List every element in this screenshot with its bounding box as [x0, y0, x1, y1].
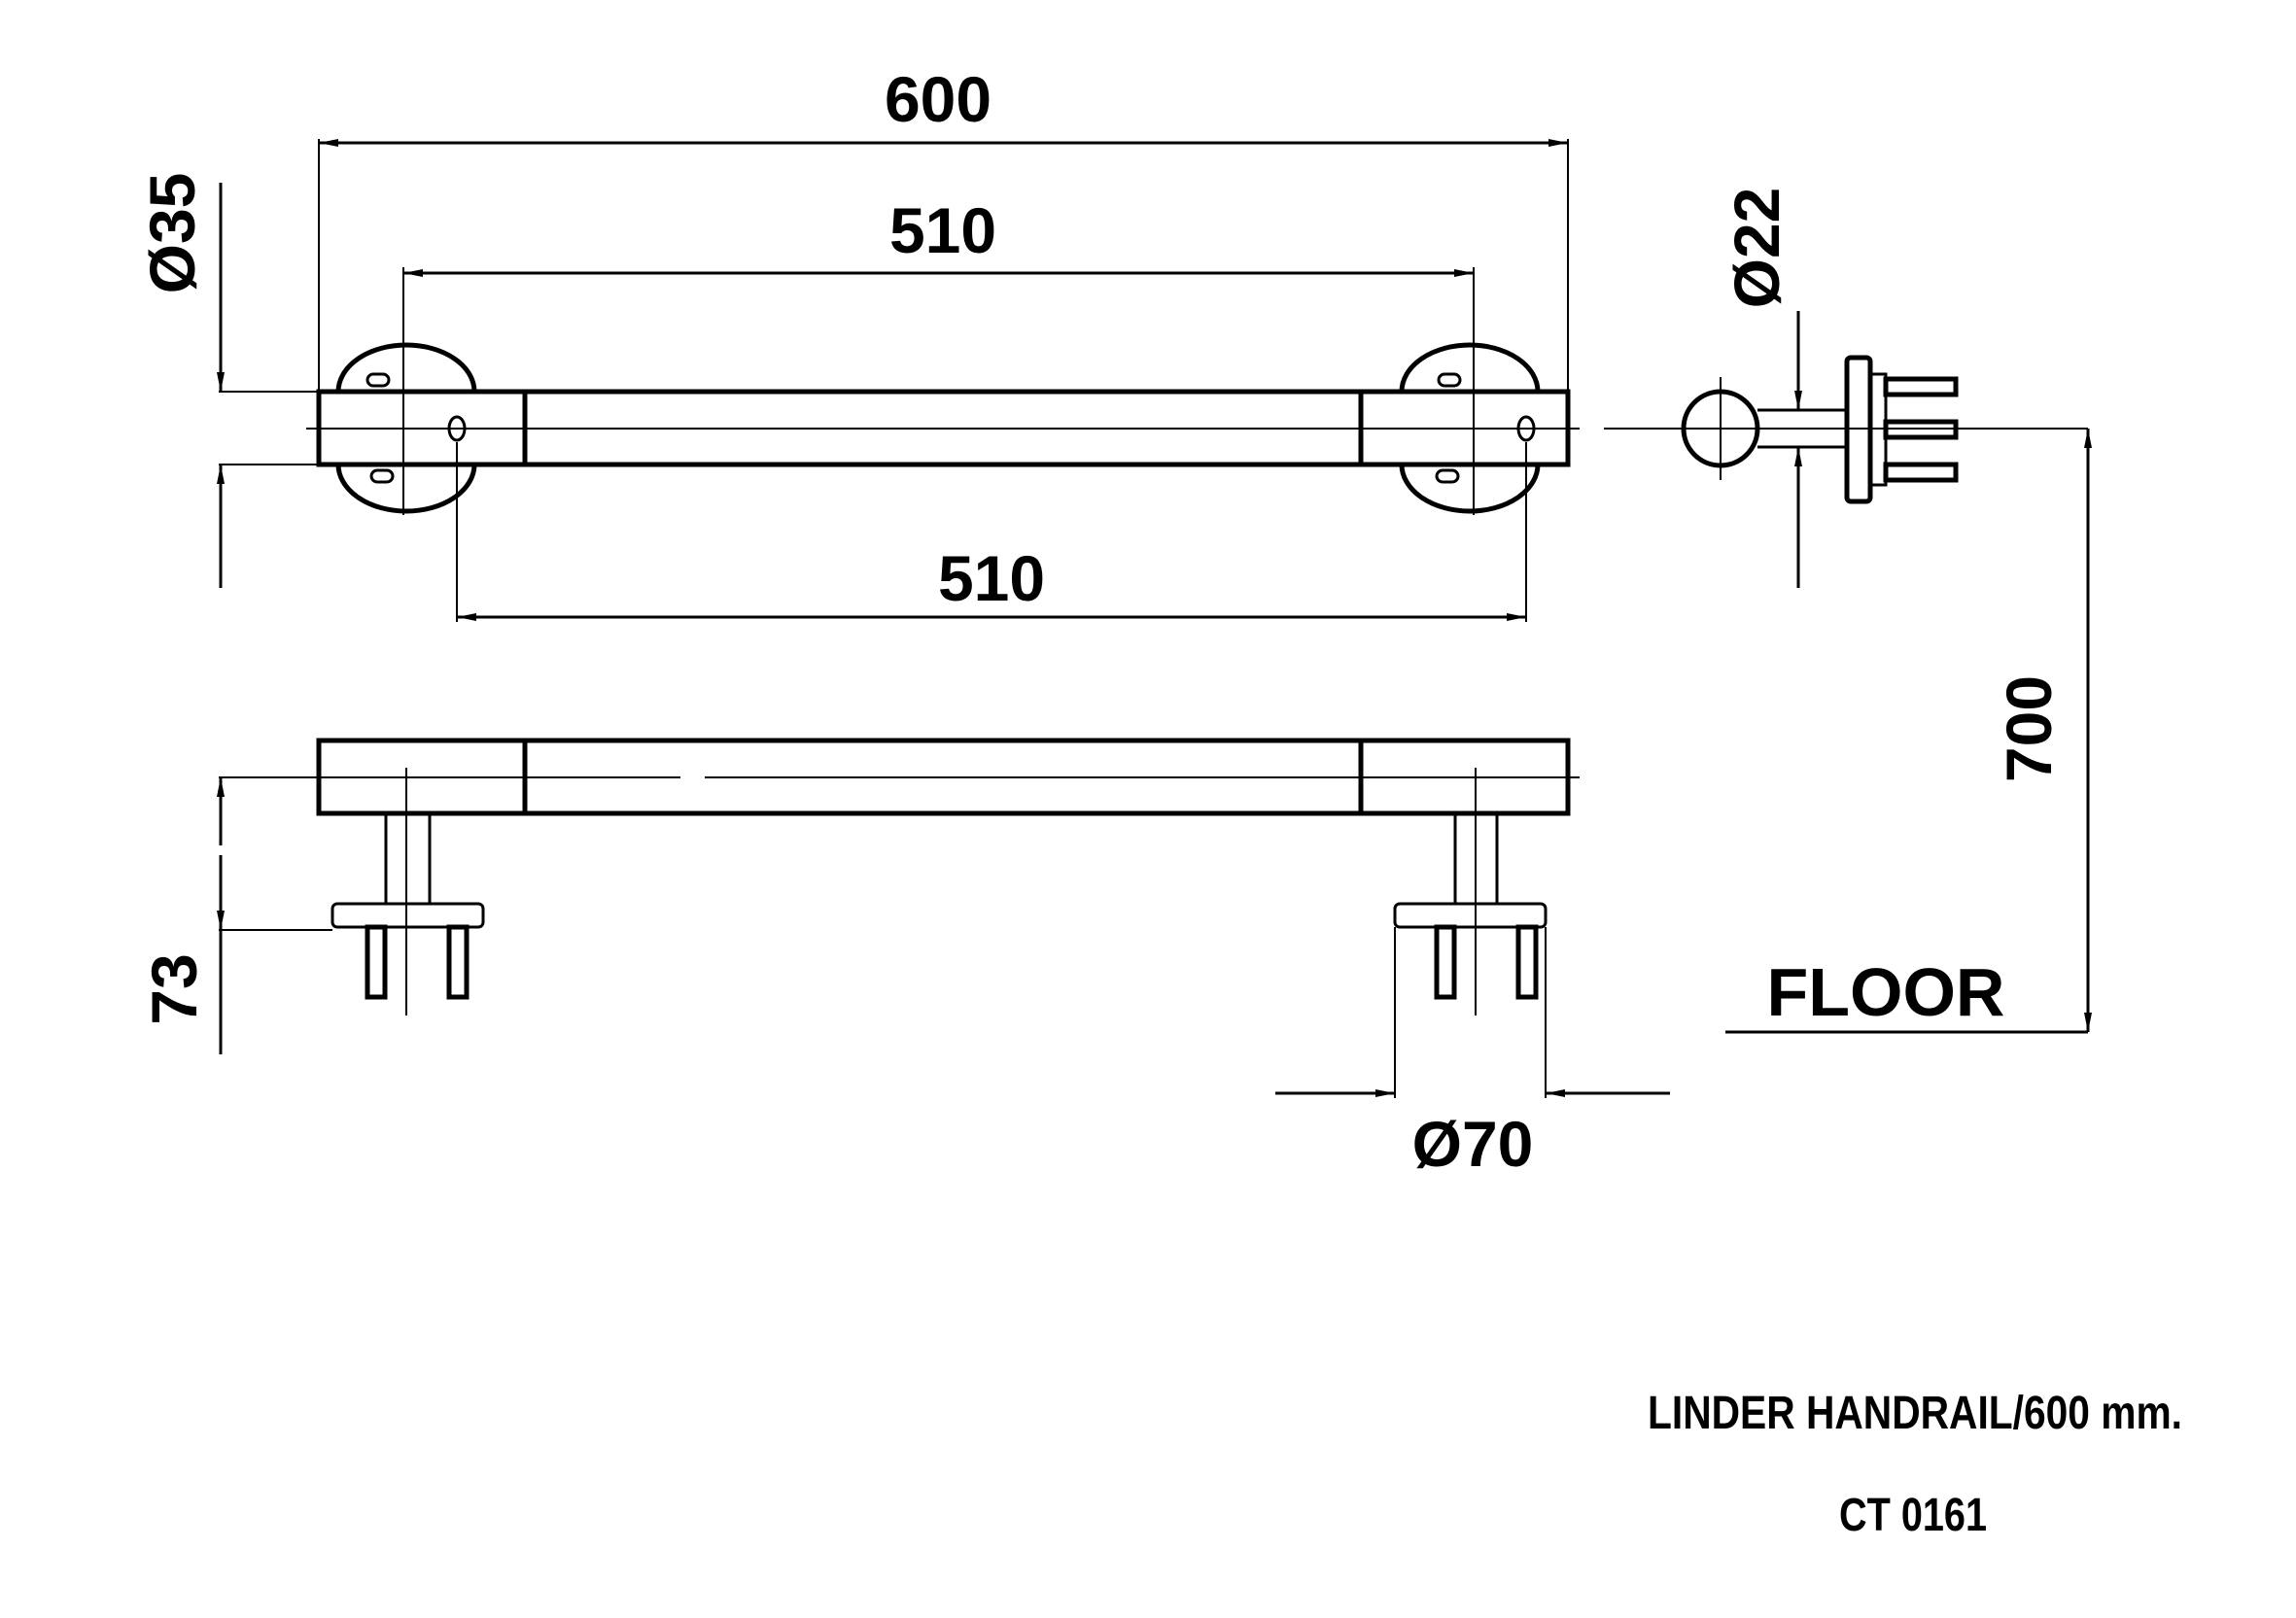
screw-slot-icon — [365, 372, 391, 388]
anchor-bolt-icon — [365, 924, 388, 1000]
top-view: 600 510 510 Ø35 — [136, 63, 1580, 622]
title-block: LINDER HANDRAIL/600 mm. CT 0161 — [1648, 1388, 2182, 1541]
dimension-rail-diameter: Ø35 — [136, 173, 208, 294]
anchor-bolt-icon — [1515, 924, 1539, 1000]
anchor-bolt-icon — [1883, 419, 1959, 440]
screw-slot-icon — [1435, 468, 1460, 484]
top-view-flange-left-lower — [335, 464, 477, 514]
anchor-bolt-icon — [446, 924, 470, 1000]
drawing-title: LINDER HANDRAIL/600 mm. — [1648, 1388, 2182, 1439]
dimension-flange-diameter: Ø70 — [1412, 1108, 1534, 1180]
front-view: 73 Ø70 — [138, 738, 1670, 1180]
dimension-side-diameter: Ø22 — [1721, 188, 1792, 309]
anchor-bolt-icon — [1434, 924, 1457, 1000]
dimension-height-from-floor: 700 — [1993, 675, 2065, 782]
front-view-flange-left — [330, 902, 485, 929]
top-view-flange-right-lower — [1399, 464, 1541, 514]
side-view: Ø22 700 FLOOR — [1604, 188, 2092, 1034]
screw-slot-icon — [1437, 372, 1462, 388]
top-view-flange-left-upper — [335, 342, 477, 393]
screw-slot-icon — [369, 468, 395, 484]
front-view-flange-right — [1393, 902, 1548, 929]
screw-hole-icon — [1516, 415, 1536, 442]
floor-label: FLOOR — [1767, 954, 2005, 1030]
drawing-code: CT 0161 — [1839, 1490, 1987, 1541]
dimension-projection: 73 — [138, 953, 210, 1024]
dimension-overall-length: 600 — [885, 63, 991, 135]
dimension-inner-length-bottom: 510 — [938, 542, 1045, 614]
dimension-inner-length-top: 510 — [889, 194, 996, 266]
top-view-flange-right-upper — [1399, 342, 1541, 393]
anchor-bolt-icon — [1883, 376, 1959, 397]
anchor-bolt-icon — [1883, 462, 1959, 483]
screw-hole-icon — [447, 415, 467, 442]
